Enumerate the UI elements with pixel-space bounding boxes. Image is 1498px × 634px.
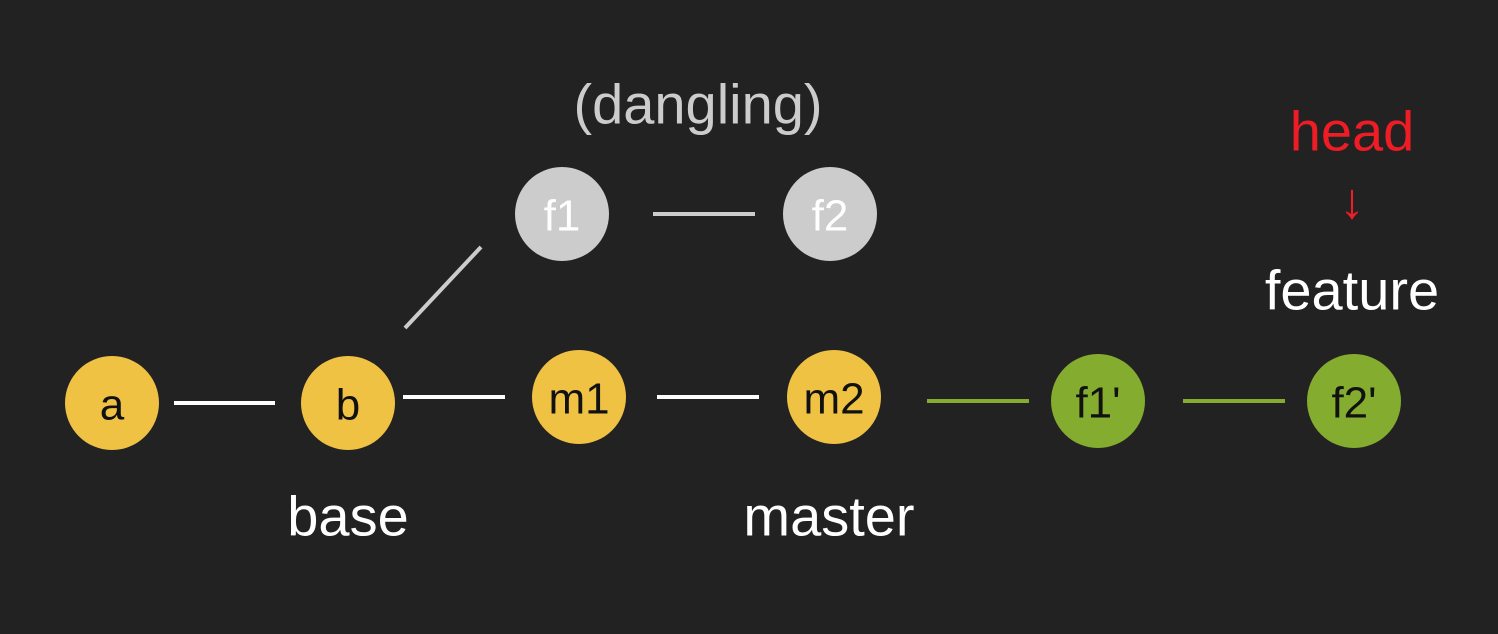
commit-f2-dangling: f2: [783, 167, 877, 261]
commit-b: b: [301, 356, 395, 450]
commit-f2p-label: f2': [1331, 379, 1376, 428]
commit-m2-label: m2: [803, 375, 864, 424]
commit-f1p-label: f1': [1075, 379, 1120, 428]
edge-b-f1: [403, 245, 483, 330]
commit-m1: m1: [532, 350, 626, 444]
commit-f1-rebased: f1': [1051, 354, 1145, 448]
master-branch-label: master: [743, 485, 914, 548]
head-arrow-icon: ↓: [1340, 173, 1365, 229]
feature-branch-label: feature: [1265, 259, 1439, 322]
commit-f2-label: f2: [812, 192, 849, 241]
commit-m1-label: m1: [548, 375, 609, 424]
commit-f1-dangling: f1: [515, 167, 609, 261]
commit-m2: m2: [787, 350, 881, 444]
commit-a: a: [65, 356, 159, 450]
commit-a-label: a: [100, 381, 125, 430]
base-label: base: [287, 485, 408, 548]
head-label: head: [1290, 100, 1415, 163]
commit-f2-rebased: f2': [1307, 354, 1401, 448]
commit-f1-label: f1: [544, 192, 581, 241]
dangling-label: (dangling): [573, 73, 822, 136]
commit-b-label: b: [336, 381, 360, 430]
